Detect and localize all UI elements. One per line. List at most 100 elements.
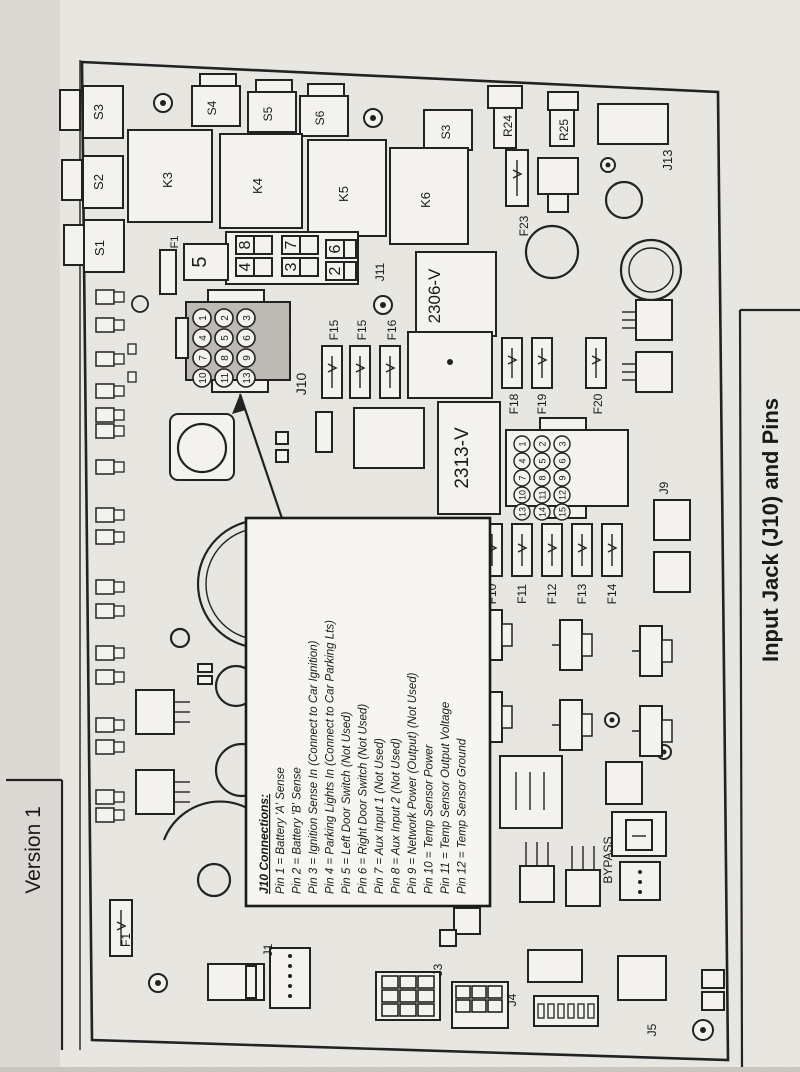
connector-pin — [553, 452, 571, 470]
connection-line: Pin 3 = Ignition Sense In (Connect to Ca… — [308, 640, 320, 894]
connector-pin-number: 9 — [558, 475, 568, 480]
connection-line: Pin 10 = Temp Sensor Power — [424, 743, 436, 894]
connector-pin-number: 1 — [518, 441, 528, 446]
module-label: 2306-V — [425, 268, 444, 323]
jack-label: J10 — [293, 373, 309, 396]
fuses-top-row: F15 F15 F16 — [321, 319, 401, 399]
j11-number: 7 — [283, 240, 300, 249]
connector-pin-number: 11 — [538, 490, 548, 499]
j10-pin — [236, 368, 256, 388]
connector-pin — [553, 469, 571, 487]
j10-pin-number: 11 — [220, 372, 231, 383]
edge-component — [95, 289, 115, 305]
connector-pin-number: 7 — [518, 475, 528, 480]
connector-pin — [553, 503, 571, 521]
connector-pin-number: 3 — [558, 441, 568, 446]
relay-label: K5 — [336, 186, 351, 202]
jack-label: J13 — [660, 150, 675, 171]
connector-pin — [533, 435, 551, 453]
connector-pin — [513, 435, 531, 453]
fuse-label: F20 — [591, 393, 605, 414]
j11-number: 3 — [283, 262, 300, 271]
edge-component-pad — [113, 461, 125, 473]
fuse-label: F1 — [169, 236, 181, 249]
edge-component-pad — [113, 647, 125, 659]
j10-pin — [192, 368, 212, 388]
relay-label: K6 — [418, 192, 433, 208]
j10-pin — [214, 308, 234, 328]
edge-component-pad — [113, 385, 125, 397]
jack-label: J9 — [657, 481, 671, 494]
j11-connector: 5 8 7 6 4 3 2 J11 — [183, 231, 387, 285]
relay-label: K4 — [250, 178, 265, 194]
right-transistors: J9 — [622, 299, 691, 593]
fuse-symbol — [517, 534, 528, 566]
fuse-f23: F23 — [505, 149, 531, 236]
j11-number: 4 — [237, 262, 254, 271]
j1-connector: J1 — [207, 943, 311, 1009]
j10-pin — [214, 348, 234, 368]
fuse-label: F15 — [355, 319, 369, 340]
edge-component-pad — [127, 371, 137, 383]
j10-pin-number: 6 — [242, 335, 253, 341]
switch-label: S1 — [92, 240, 107, 256]
relays: K3 K4 K5 K6 — [127, 129, 469, 245]
connection-line: Pin 5 = Left Door Switch (Not Used) — [341, 711, 353, 894]
connection-line: Pin 6 = Right Door Switch (Not Used) — [358, 704, 370, 894]
connector-pin — [533, 486, 551, 504]
edge-component-pad — [113, 719, 125, 731]
version-block: Version 1 — [6, 778, 64, 1050]
j11-number: 8 — [237, 240, 254, 249]
j10-pin-number: 1 — [198, 315, 209, 321]
j10-pin — [214, 328, 234, 348]
connections-title: J10 Connections: — [257, 794, 271, 894]
edge-component — [95, 351, 115, 367]
module-2306: 2306-V — [415, 251, 497, 337]
edge-component — [95, 717, 115, 733]
fuse-label: F13 — [575, 583, 589, 604]
power-transistor-tab — [581, 713, 593, 737]
j10-pin — [236, 348, 256, 368]
j10-pin — [214, 368, 234, 388]
edge-component-pad — [113, 605, 125, 617]
top-switches: S4 S5 S6 S3 — [191, 73, 473, 151]
jack-label: J4 — [505, 993, 519, 1006]
j3-j4-connectors: J3 J4 J5 — [375, 949, 725, 1036]
bypass-label: BYPASS — [601, 836, 615, 883]
jack-label: J1 — [261, 943, 275, 956]
connector-pin-number: 14 — [538, 507, 548, 517]
connector-pin — [553, 486, 571, 504]
connector-pin — [513, 452, 531, 470]
fuse-symbol — [607, 534, 618, 566]
fuse-label: F11 — [515, 584, 529, 604]
connector-pin-number: 5 — [538, 458, 548, 463]
j11-number: 6 — [327, 244, 344, 253]
j10-pin — [192, 308, 212, 328]
j10-pin-number: 3 — [242, 315, 253, 321]
connection-line: Pin 4 = Parking Lights In (Connect to Ca… — [325, 620, 337, 894]
relay-label: K3 — [160, 172, 175, 188]
fuse-symbol — [547, 534, 558, 566]
connector-pin-number: 15 — [558, 507, 568, 517]
edge-component-pad — [113, 809, 125, 821]
fuses-right: F18 F19 F20 — [501, 337, 607, 414]
page-caption: Input Jack (J10) and Pins — [758, 398, 783, 662]
switch-label: S6 — [313, 110, 327, 125]
power-transistor-tab — [581, 633, 593, 657]
fuse-label: F19 — [535, 393, 549, 414]
edge-component-pad — [113, 291, 125, 303]
edge-component-pad — [113, 741, 125, 753]
j10-connections-box: J10 Connections:Pin 1 = Battery 'A' Sens… — [244, 516, 492, 908]
switch-label: S3 — [439, 124, 453, 139]
left-edge-parts — [95, 289, 149, 823]
switch-label: S5 — [261, 106, 275, 121]
fuse-f1-bottom: F1 — [109, 899, 133, 957]
edge-component — [95, 407, 115, 423]
j10-pin-number: 5 — [220, 335, 231, 341]
connection-line: Pin 11 = Temp Sensor Output Voltage — [440, 702, 452, 894]
connection-line: Pin 8 = Aux Input 2 (Not Used) — [391, 738, 403, 894]
